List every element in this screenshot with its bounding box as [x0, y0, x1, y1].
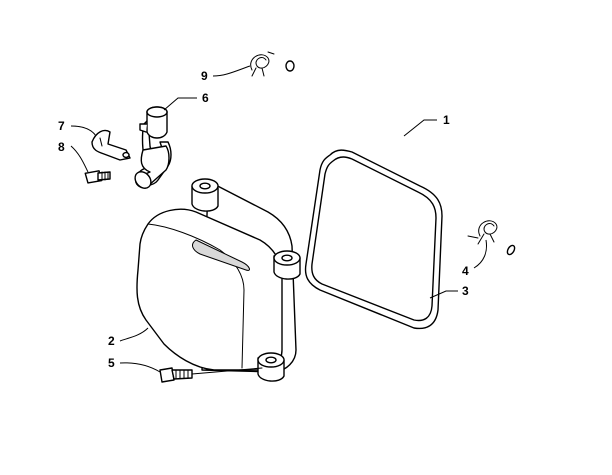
valve-cover [136, 178, 301, 382]
leader-lines [70, 65, 487, 373]
breather-hose [285, 60, 566, 261]
hose-clamp-top [250, 51, 275, 77]
small-bolt [84, 170, 111, 184]
callout-2: 2 [108, 334, 115, 348]
callout-7: 7 [58, 119, 65, 133]
callout-4: 4 [462, 264, 469, 278]
cover-gasket [304, 149, 443, 330]
callout-8: 8 [58, 140, 65, 154]
cover-bolt [159, 367, 263, 383]
callout-3: 3 [462, 284, 469, 298]
hose-clamp-right [467, 220, 498, 245]
breather-elbow [134, 106, 172, 189]
callout-1: 1 [443, 113, 450, 127]
callout-labels: 1 2 3 4 5 6 7 8 9 [58, 69, 469, 370]
callout-6: 6 [202, 91, 209, 105]
callout-9: 9 [201, 69, 208, 83]
mounting-bracket [91, 129, 131, 161]
callout-5: 5 [108, 356, 115, 370]
